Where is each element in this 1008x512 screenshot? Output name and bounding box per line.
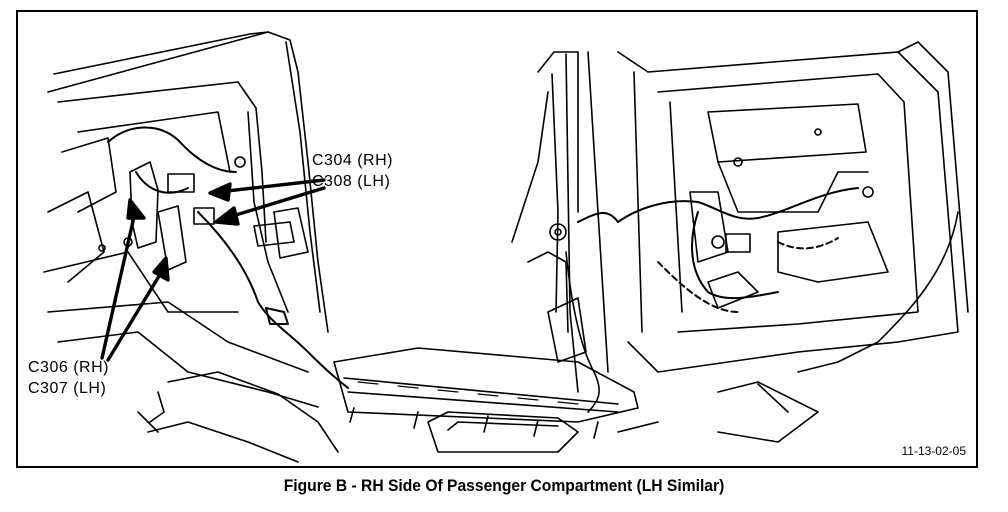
upper-callout-arrows xyxy=(208,178,326,226)
callout-c308-label: C308 (LH) xyxy=(312,173,391,190)
center-pillar xyxy=(511,51,609,413)
lower-callout-arrows xyxy=(100,198,170,362)
sill-plate xyxy=(333,347,659,453)
rear-door xyxy=(617,41,969,373)
connector-callout-upper: C304 (RH) C308 (LH) xyxy=(312,150,393,192)
vehicle-drawing xyxy=(43,31,969,463)
rear-door-wiring xyxy=(577,187,859,313)
lower-kick-panel xyxy=(137,371,339,463)
front-wiring-harness xyxy=(107,126,349,389)
connector-callout-lower: C306 (RH) C307 (LH) xyxy=(28,357,109,399)
figure-number: 11-13-02-05 xyxy=(901,444,967,458)
figure-caption: Figure B - RH Side Of Passenger Compartm… xyxy=(283,476,725,495)
front-pillar-structure xyxy=(43,31,329,408)
callout-c306-label: C306 (RH) xyxy=(28,359,109,376)
diagram-frame: 11-13-02-05 xyxy=(16,10,978,468)
callout-c307-label: C307 (LH) xyxy=(28,380,107,397)
rear-quarter xyxy=(717,211,959,443)
connector-bodies xyxy=(129,161,215,271)
callout-c304-label: C304 (RH) xyxy=(312,152,393,169)
